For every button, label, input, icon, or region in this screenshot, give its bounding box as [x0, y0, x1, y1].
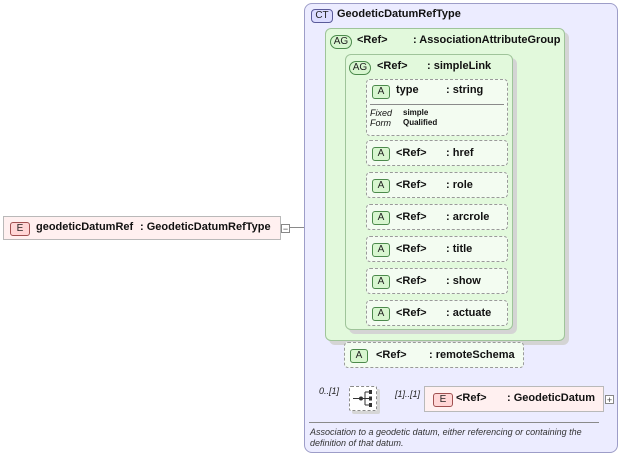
element-badge: E: [10, 222, 30, 236]
collapse-toggle[interactable]: −: [281, 224, 290, 234]
element-name: : GeodeticDatum: [507, 392, 596, 404]
attribute-name: : title: [446, 243, 473, 255]
attribute-ref: <Ref>: [396, 211, 427, 223]
group-name: : simpleLink: [427, 60, 492, 72]
attribute-badge: A: [372, 179, 390, 193]
attribute-show[interactable]: A <Ref> : show: [366, 268, 508, 294]
complex-type-name: GeodeticDatumRefType: [337, 8, 461, 20]
attribute-name: : remoteSchema: [429, 349, 515, 361]
connector-line: [290, 227, 316, 228]
attribute-ref: <Ref>: [396, 243, 427, 255]
attribute-ref: <Ref>: [376, 349, 407, 361]
attribute-role[interactable]: A <Ref> : role: [366, 172, 508, 198]
fixed-value: simple: [403, 108, 429, 117]
attribute-ref: <Ref>: [396, 179, 427, 191]
attribute-badge: A: [350, 349, 368, 363]
annotation-text: Association to a geodetic datum, either …: [310, 427, 582, 448]
choice-occurrence: 0..[1]: [319, 386, 340, 396]
choice-icon: [353, 390, 372, 407]
type-attribute[interactable]: A type : string Fixed simple Form Qualif…: [366, 79, 508, 136]
attribute-group-badge: AG: [349, 61, 371, 75]
attribute-name: : show: [446, 275, 481, 287]
choice-compositor[interactable]: [349, 386, 377, 411]
group-ref: <Ref>: [377, 60, 408, 72]
root-element-type: : GeodeticDatumRefType: [140, 221, 271, 233]
form-label: Form: [370, 118, 391, 128]
complex-type-badge: CT: [311, 9, 333, 23]
root-element-box[interactable]: E geodeticDatumRef : GeodeticDatumRefTyp…: [3, 216, 281, 240]
attribute-ref: <Ref>: [396, 147, 427, 159]
geodetic-datum-element[interactable]: E <Ref> : GeodeticDatum: [424, 386, 604, 412]
attribute-title[interactable]: A <Ref> : title: [366, 236, 508, 262]
attribute-badge: A: [372, 85, 390, 99]
fixed-label: Fixed: [370, 108, 393, 118]
attribute-group-badge: AG: [330, 35, 352, 49]
annotation-divider: [309, 422, 599, 423]
attribute-ref: <Ref>: [396, 275, 427, 287]
attribute-badge: A: [372, 243, 390, 257]
attribute-type: : string: [446, 84, 484, 96]
attribute-ref: <Ref>: [396, 307, 427, 319]
attribute-arcrole[interactable]: A <Ref> : arcrole: [366, 204, 508, 230]
attribute-actuate[interactable]: A <Ref> : actuate: [366, 300, 508, 326]
attribute-name: type: [396, 84, 419, 96]
attribute-href[interactable]: A <Ref> : href: [366, 140, 508, 166]
expand-toggle[interactable]: +: [605, 395, 614, 405]
form-value: Qualified: [403, 118, 438, 127]
attribute-name: : actuate: [446, 307, 492, 319]
root-element-name: geodeticDatumRef: [36, 221, 134, 233]
attribute-badge: A: [372, 211, 390, 225]
attribute-name: : href: [446, 147, 474, 159]
attribute-remote-schema[interactable]: A <Ref> : remoteSchema: [344, 342, 524, 368]
divider: [370, 104, 504, 105]
element-badge: E: [433, 393, 453, 407]
attribute-name: : role: [446, 179, 473, 191]
group-name: : AssociationAttributeGroup: [413, 34, 561, 46]
attribute-badge: A: [372, 307, 390, 321]
attribute-name: : arcrole: [446, 211, 490, 223]
child-occurrence: [1]..[1]: [395, 389, 421, 399]
group-ref: <Ref>: [357, 34, 388, 46]
attribute-badge: A: [372, 275, 390, 289]
element-ref: <Ref>: [456, 392, 487, 404]
attribute-badge: A: [372, 147, 390, 161]
